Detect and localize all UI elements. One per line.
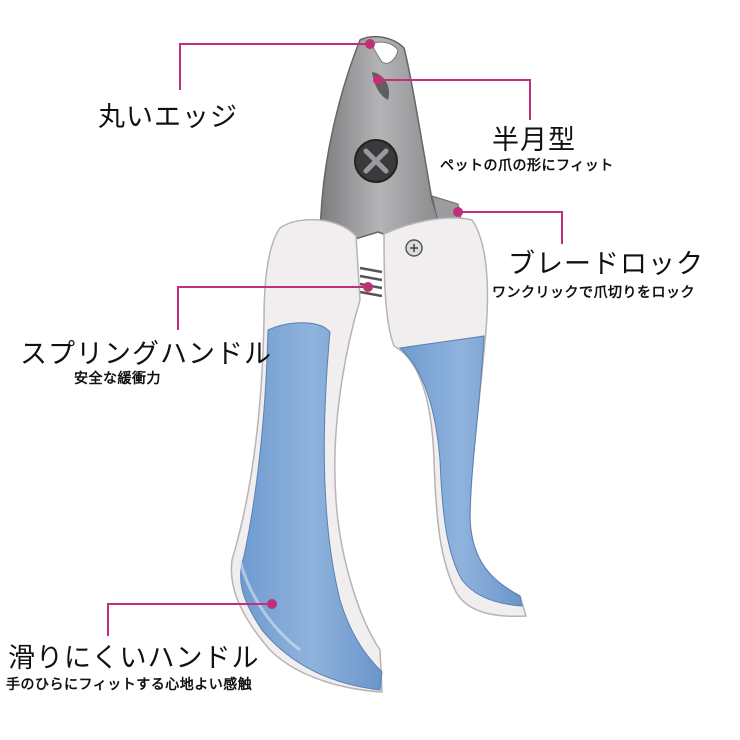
leader-lines bbox=[107, 39, 563, 636]
callout-round-edge: 丸いエッジ bbox=[98, 95, 238, 134]
callout-spring-handle: スプリングハンドル bbox=[20, 332, 272, 371]
left-handle bbox=[230, 218, 383, 693]
spring-icon bbox=[359, 266, 383, 298]
callout-subtitle: 安全な緩衝力 bbox=[74, 371, 161, 387]
callout-non-slip-handle: 滑りにくいハンドル bbox=[8, 636, 259, 675]
callout-title: スプリングハンドル bbox=[20, 339, 272, 370]
callout-title: 半月型 bbox=[492, 125, 576, 156]
callout-subtitle: ペットの爪の形にフィット bbox=[440, 158, 614, 174]
callout-blade-lock: ブレードロック bbox=[508, 242, 704, 281]
right-handle bbox=[383, 217, 527, 618]
callout-title: ブレードロック bbox=[508, 249, 704, 280]
callout-title: 滑りにくいハンドル bbox=[8, 643, 260, 674]
callout-subtitle: 手のひらにフィットする心地よい感触 bbox=[6, 677, 253, 693]
callout-subtitle: ワンクリックで爪切りをロック bbox=[492, 285, 695, 301]
callout-half-moon: 半月型 bbox=[492, 118, 576, 157]
blade-icon bbox=[319, 35, 463, 241]
callout-title: 丸いエッジ bbox=[98, 102, 238, 133]
